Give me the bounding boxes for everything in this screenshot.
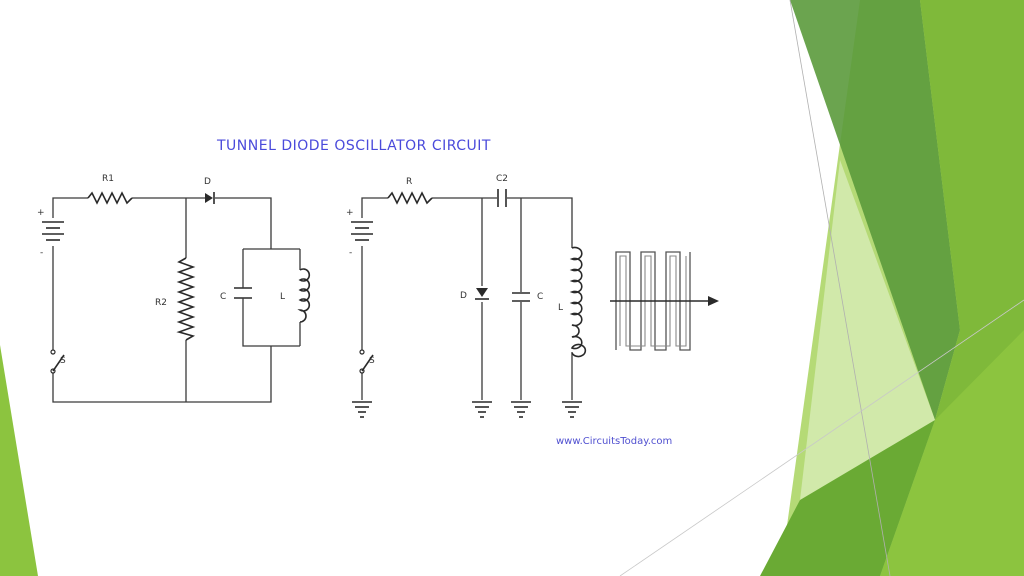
- c2-capacitor: C: [512, 292, 543, 302]
- c1-inductor-label: L: [280, 292, 285, 302]
- c2-diode-label: D: [460, 291, 467, 301]
- c2-diode: D: [460, 288, 489, 301]
- c2-ground-switch: [352, 401, 372, 418]
- c1-wires: [52, 197, 301, 403]
- c1-battery-plus-label: +: [37, 208, 45, 218]
- website-credit: www.CircuitsToday.com: [556, 436, 672, 447]
- c2-battery-plus-label: +: [346, 208, 354, 218]
- c1-diode: D: [204, 177, 215, 204]
- c2-battery-minus-label: -: [349, 248, 352, 258]
- c2-capacitor-c2: C2: [496, 174, 508, 207]
- c2-battery: + -: [346, 208, 373, 258]
- diagram-title: TUNNEL DIODE OSCILLATOR CIRCUIT: [216, 138, 491, 154]
- c2-inductor-label: L: [558, 303, 563, 313]
- square-wave-output: [610, 251, 719, 351]
- c2-wires: [361, 197, 573, 400]
- output-arrow-head: [708, 296, 719, 306]
- c2-switch-label: S: [369, 356, 375, 366]
- c1-resistor-r2: [176, 257, 196, 341]
- c2-ground-diode: [472, 401, 492, 418]
- c1-capacitor-label: C: [220, 292, 226, 302]
- c2-capacitor-c2-label: C2: [496, 174, 508, 184]
- c1-r2-label: R2: [155, 298, 167, 308]
- circuit-2: + - R C2 D C L S: [346, 174, 587, 418]
- facet-right-bottom: [880, 330, 1024, 576]
- c2-capacitor-label: C: [537, 292, 543, 302]
- c2-resistor-r: [387, 191, 433, 205]
- c2-resistor-label: R: [406, 177, 412, 187]
- facet-right-bottom-dark: [760, 420, 935, 576]
- c1-r1-label: R1: [102, 174, 114, 184]
- c2-ground-capacitor: [511, 401, 531, 418]
- circuit-1: + - R1 D R2 C L S: [37, 174, 311, 403]
- c1-switch-label: S: [60, 356, 66, 366]
- c1-battery-minus-label: -: [40, 248, 43, 258]
- c1-diode-label: D: [204, 177, 211, 187]
- facet-thin-line-1: [789, 0, 891, 576]
- c2-inductor: [569, 246, 587, 358]
- c1-battery: + -: [37, 208, 64, 258]
- c1-switch: S: [50, 349, 66, 374]
- facet-left-edge: [0, 345, 38, 576]
- facet-right-dark: [790, 0, 960, 420]
- c1-inductor: [297, 268, 311, 323]
- c2-ground-inductor: [562, 401, 582, 418]
- c1-capacitor: C: [220, 285, 252, 302]
- c2-switch: S: [359, 349, 375, 374]
- c1-resistor-r1: [87, 191, 133, 205]
- facet-thin-line-2: [619, 299, 1024, 576]
